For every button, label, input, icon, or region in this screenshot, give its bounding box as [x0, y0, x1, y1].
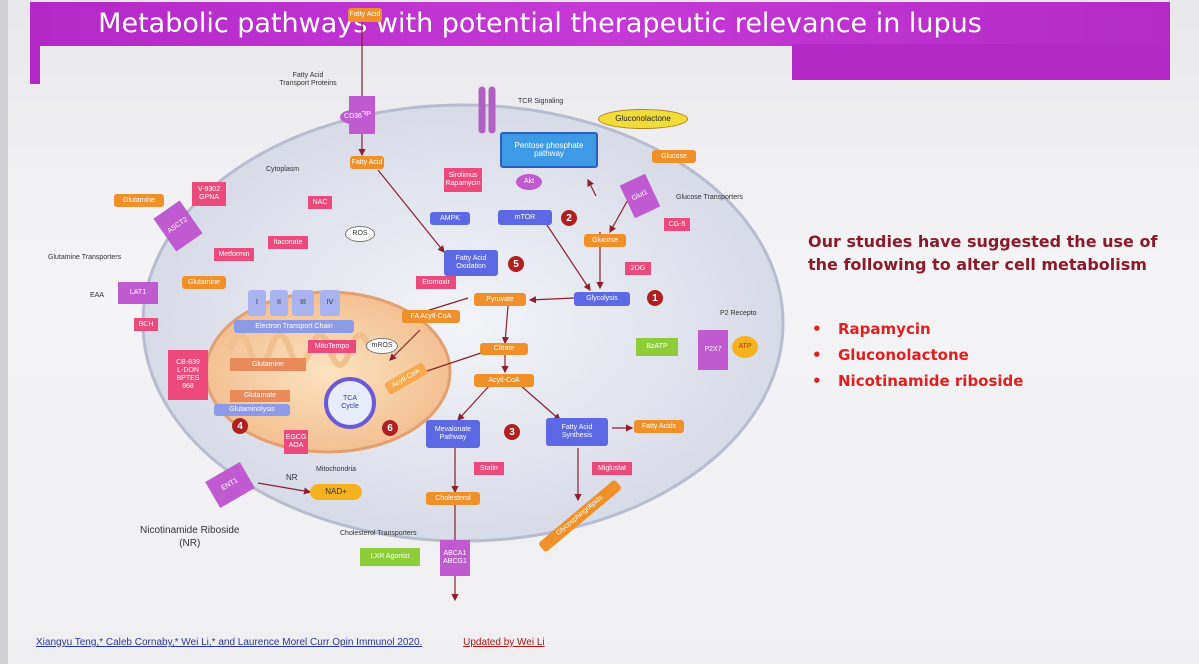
- pyruvate-label: Pyruvate: [474, 293, 526, 306]
- nad-plus-label: NAD+: [310, 484, 362, 500]
- mitotempo-label: MitoTempo: [308, 340, 356, 353]
- tcr-receptor: [478, 86, 496, 134]
- title-bar-left-accent: [30, 44, 40, 84]
- cholesterol-label: Cholesterol: [426, 492, 480, 505]
- miglustat-label: Miglustat: [592, 462, 632, 475]
- fa-acyl-coa-label: FA Acytl-CoA: [402, 310, 460, 323]
- nac-label: NAC: [308, 196, 332, 209]
- etc-complex-i: I: [248, 290, 266, 316]
- cg5-label: CG-5: [664, 218, 690, 231]
- cholesterol-transporters-label: Cholesterol Transporters: [340, 530, 417, 537]
- fatty-acid-synthesis-node: Fatty Acid Synthesis: [546, 418, 608, 446]
- glutaminolysis-node: Glutaminolysis: [214, 404, 290, 416]
- glutamine-external-label: Glutamine: [114, 194, 164, 207]
- cytoplasm-label: Cytoplasm: [266, 166, 300, 173]
- arrow: [587, 178, 597, 197]
- bch-label: BCH: [134, 318, 158, 331]
- drug-item-label: Gluconolactone: [838, 346, 969, 364]
- ros-node: ROS: [345, 226, 375, 242]
- arrow: [257, 482, 312, 495]
- pathway-number-2: 2: [561, 210, 577, 226]
- findings-heading: Our studies have suggested the use of th…: [808, 232, 1158, 274]
- acyl-coa-cytoplasm-label: Acytl-CoA: [474, 374, 534, 387]
- arrow: [501, 305, 510, 345]
- statin-label: Statin: [474, 462, 504, 475]
- p2x7-receptor: P2X7: [698, 330, 728, 370]
- nr-small-label: NR: [286, 473, 298, 482]
- citation-updated: Updated by Wei Li: [463, 637, 545, 648]
- tcr-signaling-label: TCR Signaling: [518, 98, 564, 105]
- glutamine-mito-label: Glutamine: [230, 358, 306, 371]
- mtor-node: mTOR: [498, 210, 552, 225]
- 2dg-label: 2DG: [625, 262, 651, 275]
- drug-item: •Rapamycin: [812, 320, 931, 338]
- pathway-number-5: 5: [508, 256, 524, 272]
- fatty-acid-oxidation-node: Fatty Acid Oxidation: [444, 250, 498, 276]
- gluconolactone-label: Gluconolactone: [598, 109, 688, 129]
- pathway-number-6: 6: [382, 420, 398, 436]
- eaa-label: EAA: [90, 292, 105, 299]
- title-bar: Metabolic pathways with potential therap…: [30, 2, 1170, 46]
- citation: Xiangyu Teng,* Caleb Cornaby,* Wei Li,* …: [36, 637, 545, 648]
- title-bar-right-accent: [792, 44, 1170, 80]
- etc-complex-iv: IV: [320, 290, 340, 316]
- drug-list: •Rapamycin •Gluconolactone •Nicotinamide…: [812, 316, 1168, 394]
- glutamate-label: Glutamate: [230, 390, 290, 402]
- etc-complex-iii: III: [292, 290, 314, 316]
- arrow: [457, 384, 491, 421]
- citation-authors: Xiangyu Teng,* Caleb Cornaby,* Wei Li,* …: [36, 637, 423, 648]
- p2-receptor-label: P2 Recepto: [720, 310, 757, 317]
- drug-item: •Gluconolactone: [812, 346, 969, 364]
- glucose-transporters-label: Glucose Transporters: [676, 194, 743, 201]
- etomoxir-label: Etomoxir: [416, 276, 456, 289]
- akt-node: Akt: [516, 174, 542, 190]
- lat1-transporter: LAT1: [118, 282, 158, 304]
- cd36-transporter: CD36: [340, 110, 366, 124]
- fatty-acid-transport-label: Fatty Acid Transport Proteins: [279, 72, 337, 87]
- abca1-abcg1-transporter: ABCA1 ABCG1: [440, 540, 470, 576]
- pentose-phosphate-pathway: Pentose phosphate pathway: [500, 132, 598, 168]
- glutamine-transporters-label: Glutamine Transporters: [48, 254, 122, 261]
- glucose-cytoplasm-label: Glucose: [584, 234, 626, 247]
- nicotinamide-riboside-label: Nicotinamide Riboside (NR): [140, 525, 240, 549]
- itaconate-label: Itaconate: [268, 236, 308, 249]
- citrate-label: Citrate: [480, 343, 528, 355]
- pathway-number-4: 4: [232, 418, 248, 434]
- egcg-aoa-label: EGCG AOA: [284, 430, 308, 454]
- bzatp-label: BzATP: [636, 338, 678, 356]
- v9302-gpna-label: V-9302 GPNA: [192, 182, 226, 206]
- slide-title: Metabolic pathways with potential therap…: [98, 8, 982, 39]
- sirolimus-rapamycin-label: Sirolimus Rapamycin: [444, 168, 482, 192]
- arrow: [377, 169, 445, 253]
- arrow: [389, 329, 421, 361]
- drug-item-label: Nicotinamide riboside: [838, 372, 1024, 390]
- arrow: [544, 221, 591, 292]
- fatty-acids-label: Fatty Acids: [634, 420, 684, 433]
- drug-item: •Nicotinamide riboside: [812, 372, 1024, 390]
- tca-cycle-ring: [324, 377, 376, 429]
- findings-panel: Our studies have suggested the use of th…: [808, 230, 1168, 394]
- pathway-number-1: 1: [647, 290, 663, 306]
- fatty-acid-external-label: Fatty Acid: [348, 8, 382, 22]
- pathway-number-3: 3: [504, 424, 520, 440]
- arrow: [519, 384, 561, 421]
- glutamine-cytoplasm-label: Glutamine: [182, 276, 226, 289]
- glycolysis-node: Glycolysis: [574, 292, 630, 306]
- arrow: [528, 296, 575, 304]
- drug-item-label: Rapamycin: [838, 320, 931, 338]
- fatty-acid-cytoplasm-label: Fatty Acid: [350, 156, 384, 169]
- cb839-inhibitors-label: CB-839 L-DON BPTES 968: [168, 350, 208, 400]
- mros-node: mROS: [366, 338, 398, 354]
- atp-burst: ATP: [732, 336, 758, 358]
- metformin-label: Metformin: [214, 248, 254, 261]
- mitochondria-label: Mitochondria: [316, 466, 357, 473]
- ampk-node: AMPK: [430, 212, 470, 225]
- mevalonate-pathway-node: Mevalonate Pathway: [426, 420, 480, 448]
- tca-cycle-label: TCA Cycle: [341, 395, 359, 410]
- electron-transport-chain: Electron Transport Chain: [234, 320, 354, 333]
- etc-complex-ii: II: [270, 290, 288, 316]
- lxr-agonist-label: LXR Agonist: [360, 548, 420, 566]
- glucose-external-label: Glucose: [652, 150, 696, 163]
